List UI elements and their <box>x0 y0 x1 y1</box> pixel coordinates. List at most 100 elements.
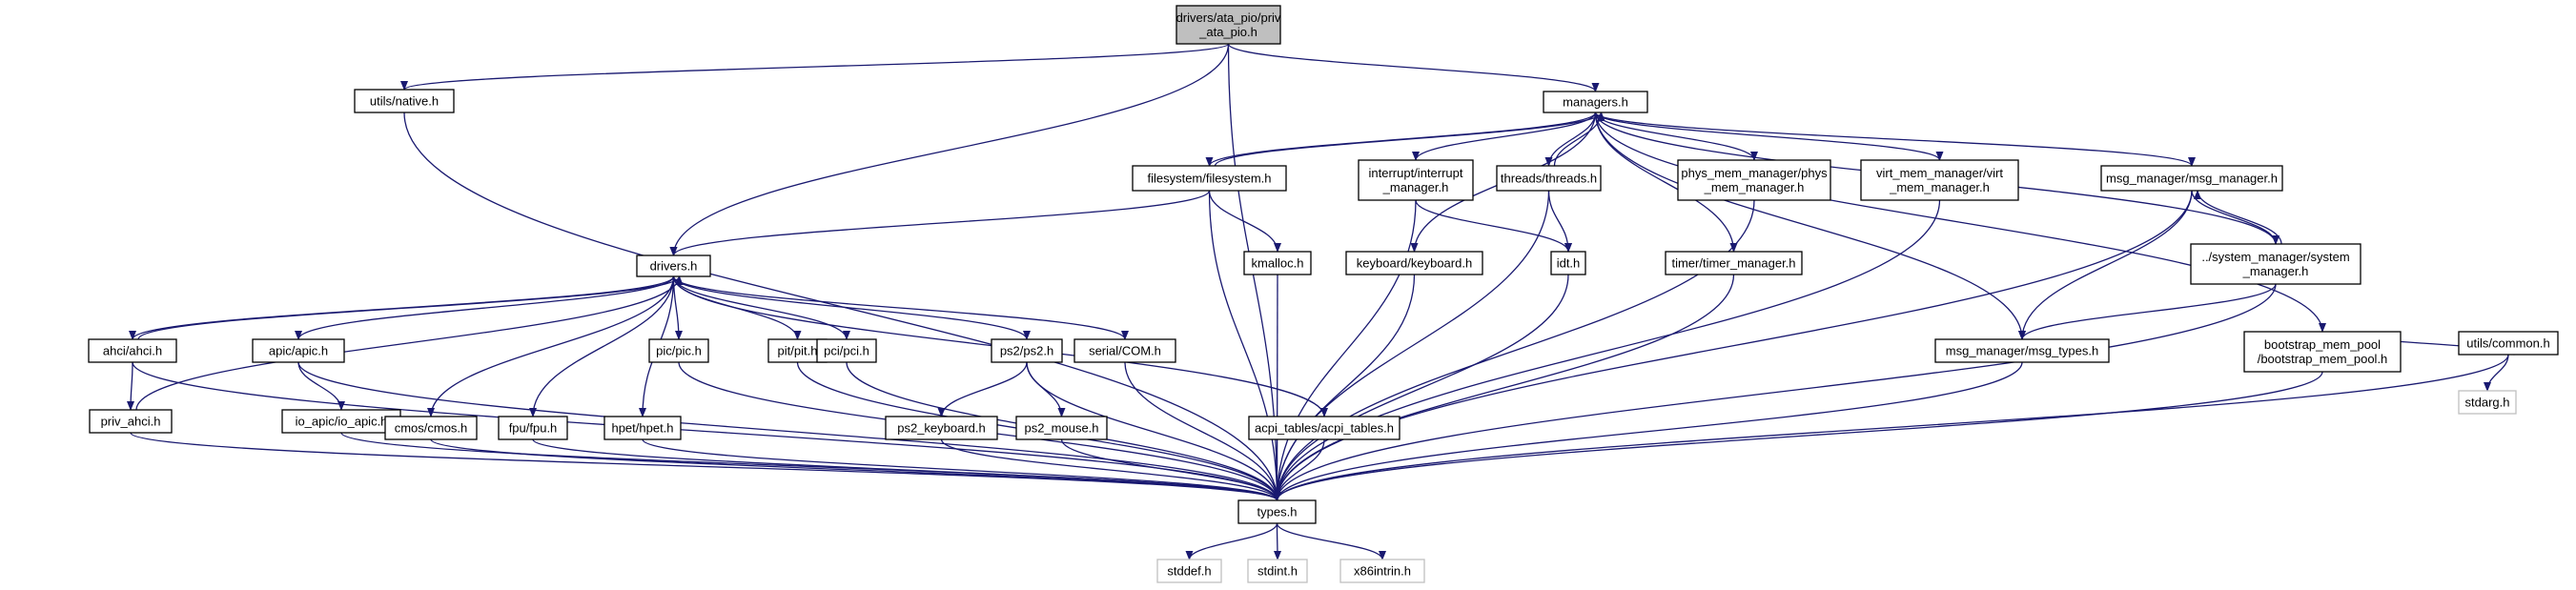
edge-ioapic-to-types <box>340 432 1281 501</box>
node-privahci-box <box>89 409 173 434</box>
node-ps2[interactable]: ps2/ps2.h <box>991 338 1063 363</box>
edge-ahci-to-types <box>132 361 1281 501</box>
node-cmos[interactable]: cmos/cmos.h <box>384 416 478 440</box>
node-timer[interactable]: timer/timer_manager.h <box>1665 251 1803 275</box>
edge-interrupt-to-idt <box>1415 199 1572 253</box>
node-ahci[interactable]: ahci/ahci.h <box>88 338 177 363</box>
edge-keyboard-to-types <box>1273 274 1416 501</box>
node-root[interactable]: drivers/ata_pio/priv_ata_pio.h <box>1176 5 1281 45</box>
edge-msgmgr-to-msgtypes <box>2018 190 2193 340</box>
edge-types-to-x86intrin <box>1276 522 1386 560</box>
node-root-label-0: drivers/ata_pio/priv <box>1176 10 1281 25</box>
node-timer-box <box>1665 251 1803 275</box>
edge-filesystem-to-drivers <box>669 190 1211 256</box>
node-stdarg: stdarg.h <box>2458 390 2517 415</box>
node-acpi-box <box>1248 416 1400 440</box>
node-sysmgr-box <box>2190 243 2361 285</box>
edge-managers-to-msgmgr <box>1594 112 2196 167</box>
node-ps2mouse-box <box>1015 416 1108 440</box>
edge-msgtypes-to-types <box>1273 361 2023 501</box>
edge-apic-to-ioapic <box>297 361 345 411</box>
node-apic-label-0: apic/apic.h <box>269 344 328 358</box>
node-cmos-label-0: cmos/cmos.h <box>395 421 468 436</box>
node-msgmgr[interactable]: msg_manager/msg_manager.h <box>2100 165 2283 192</box>
edge-drivers-to-pci <box>672 275 850 340</box>
node-managers[interactable]: managers.h <box>1543 91 1648 113</box>
node-threads-box <box>1496 165 1602 192</box>
node-types[interactable]: types.h <box>1237 499 1317 524</box>
node-msgmgr-label-0: msg_manager/msg_manager.h <box>2106 172 2278 186</box>
node-filesystem-label-0: filesystem/filesystem.h <box>1147 172 1271 186</box>
node-utilscommon-label-0: utils/common.h <box>2466 336 2549 351</box>
node-hpet[interactable]: hpet/hpet.h <box>603 416 682 440</box>
edge-ps2-to-ps2kb <box>937 361 1028 417</box>
node-interrupt[interactable]: interrupt/interrupt_manager.h <box>1358 159 1474 201</box>
node-kmalloc-label-0: kmalloc.h <box>1252 256 1304 271</box>
node-pic[interactable]: pic/pic.h <box>648 338 709 363</box>
node-x86intrin: x86intrin.h <box>1339 559 1425 583</box>
edge-drivers-to-apic <box>295 275 675 340</box>
node-drivers-box <box>636 254 711 277</box>
node-acpi[interactable]: acpi_tables/acpi_tables.h <box>1248 416 1400 440</box>
edge-ahci-to-drivers <box>137 275 684 340</box>
node-msgtypes[interactable]: msg_manager/msg_types.h <box>1934 338 2110 363</box>
node-stdarg-box <box>2458 390 2517 415</box>
node-sysmgr[interactable]: ../system_manager/system_manager.h <box>2190 243 2361 285</box>
node-filesystem[interactable]: filesystem/filesystem.h <box>1132 165 1287 192</box>
node-pci[interactable]: pci/pci.h <box>816 338 877 363</box>
edge-privahci-to-drivers <box>135 275 684 411</box>
edge-threads-to-types <box>1273 190 1550 501</box>
node-stddef-box <box>1156 559 1222 583</box>
edge-sysmgr-to-msgmgr <box>2194 190 2282 245</box>
node-bootstrap[interactable]: bootstrap_mem_pool/bootstrap_mem_pool.h <box>2243 331 2402 373</box>
edge-cmos-to-types <box>430 438 1281 501</box>
edge-msgmgr-to-types <box>1273 190 2193 501</box>
node-apic[interactable]: apic/apic.h <box>252 338 345 363</box>
node-idt-box <box>1550 251 1586 275</box>
edge-drivers-to-cmos <box>427 275 675 417</box>
edge-apic-to-types <box>297 361 1281 501</box>
node-stdint-label-0: stdint.h <box>1257 564 1298 579</box>
node-ioapic[interactable]: io_apic/io_apic.h <box>281 409 401 434</box>
edge-utilscommon-to-types <box>1273 354 2509 501</box>
edge-threads-to-managers <box>1553 112 1605 167</box>
edge-ahci-to-privahci <box>127 361 135 411</box>
node-phys-label-1: _mem_manager.h <box>1704 180 1805 194</box>
node-phys[interactable]: phys_mem_manager/phys_mem_manager.h <box>1677 159 1831 201</box>
node-kmalloc[interactable]: kmalloc.h <box>1243 251 1312 275</box>
node-timer-label-0: timer/timer_manager.h <box>1671 256 1795 271</box>
node-stdint: stdint.h <box>1247 559 1308 583</box>
node-fpu[interactable]: fpu/fpu.h <box>498 416 568 440</box>
edge-filesystem-to-kmalloc <box>1208 190 1281 253</box>
node-managers-label-0: managers.h <box>1563 95 1628 110</box>
node-virt-box <box>1860 159 2019 201</box>
node-virt[interactable]: virt_mem_manager/virt_mem_manager.h <box>1860 159 2019 201</box>
edge-managers-to-timer <box>1594 112 1738 253</box>
node-drivers[interactable]: drivers.h <box>636 254 711 277</box>
node-keyboard[interactable]: keyboard/keyboard.h <box>1345 251 1483 275</box>
edge-interrupt-to-types <box>1273 199 1417 501</box>
node-utilscommon[interactable]: utils/common.h <box>2458 331 2559 356</box>
node-ps2mouse[interactable]: ps2_mouse.h <box>1015 416 1108 440</box>
node-ioapic-box <box>281 409 401 434</box>
node-fpu-label-0: fpu/fpu.h <box>509 421 558 436</box>
node-drivers-label-0: drivers.h <box>650 259 698 274</box>
node-hpet-label-0: hpet/hpet.h <box>611 421 673 436</box>
node-filesystem-box <box>1132 165 1287 192</box>
node-native-box <box>354 89 455 113</box>
node-privahci[interactable]: priv_ahci.h <box>89 409 173 434</box>
node-keyboard-box <box>1345 251 1483 275</box>
node-serial-label-0: serial/COM.h <box>1089 344 1161 358</box>
node-x86intrin-box <box>1339 559 1425 583</box>
node-interrupt-box <box>1358 159 1474 201</box>
edges-layer <box>127 43 2518 560</box>
node-native[interactable]: utils/native.h <box>354 89 455 113</box>
edge-managers-to-bootstrap <box>1594 112 2326 333</box>
edge-ps2mouse-to-types <box>1060 438 1281 501</box>
edge-filesystem-to-managers <box>1214 112 1605 167</box>
node-idt[interactable]: idt.h <box>1550 251 1586 275</box>
node-stdarg-label-0: stdarg.h <box>2465 396 2510 410</box>
node-threads[interactable]: threads/threads.h <box>1496 165 1602 192</box>
node-serial[interactable]: serial/COM.h <box>1073 338 1176 363</box>
node-ps2kb[interactable]: ps2_keyboard.h <box>885 416 998 440</box>
